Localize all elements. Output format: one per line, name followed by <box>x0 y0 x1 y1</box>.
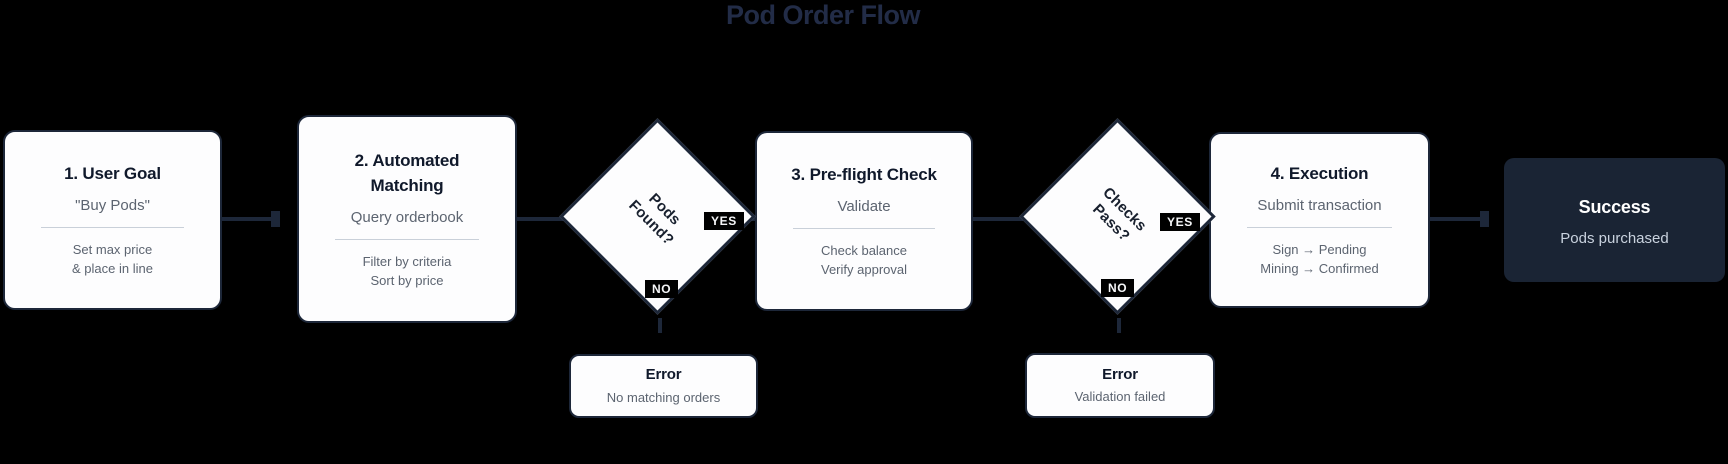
divider <box>792 227 936 229</box>
node-preflight-check: 3. Pre-flight Check Validate Check balan… <box>755 131 973 311</box>
node-preflight-check-description: Check balance Verify approval <box>821 241 907 280</box>
description-line: Set max price <box>72 241 153 257</box>
divider <box>40 226 185 228</box>
node-preflight-check-title: 3. Pre-flight Check <box>791 165 937 185</box>
node-success: Success Pods purchased <box>1504 158 1725 282</box>
arrowhead-bar <box>1480 211 1489 227</box>
error-subtitle: No matching orders <box>606 389 721 405</box>
description-line: Sign → Pending <box>1272 241 1367 257</box>
node-error-validation: Error Validation failed <box>1025 353 1215 418</box>
error-title: Error <box>1102 365 1138 383</box>
no-label: NO <box>1101 279 1135 297</box>
divider <box>334 238 480 240</box>
node-user-goal-title: 1. User Goal <box>64 164 161 184</box>
node-success-subtitle: Pods purchased <box>1560 229 1669 247</box>
node-execution: 4. Execution Submit transaction Sign → P… <box>1209 132 1430 308</box>
arrowhead-bar <box>271 211 280 227</box>
decision-checks-pass-label: Checks Pass? <box>1085 184 1150 249</box>
edge-execution-success <box>1430 217 1480 221</box>
error-title: Error <box>645 366 682 384</box>
node-automated-matching-description: Filter by criteria Sort by price <box>363 252 452 291</box>
edge-usergoal-matching <box>222 217 272 221</box>
edge-podsfound-error <box>658 318 662 333</box>
yes-label: YES <box>704 212 744 230</box>
node-execution-description: Sign → Pending Mining → Confirmed <box>1260 240 1379 279</box>
node-execution-subtitle: Submit transaction <box>1257 196 1382 214</box>
node-automated-matching-subtitle: Query orderbook <box>350 208 464 226</box>
node-success-title: Success <box>1578 196 1651 217</box>
edge-preflight-checkspass <box>973 217 1023 221</box>
page-title: Pod Order Flow <box>725 0 921 30</box>
description-line: Mining → Confirmed <box>1260 261 1379 277</box>
node-user-goal-description: Set max price & place in line <box>72 240 153 279</box>
edge-matching-podsfound <box>517 217 569 221</box>
description-line: Verify approval <box>821 262 907 278</box>
node-automated-matching: 2. Automated Matching Query orderbook Fi… <box>297 115 517 323</box>
node-preflight-check-subtitle: Validate <box>837 197 891 215</box>
description-line: Sort by price <box>370 273 444 288</box>
node-execution-title: 4. Execution <box>1270 164 1369 184</box>
node-user-goal-subtitle: "Buy Pods" <box>75 196 150 214</box>
error-subtitle: Validation failed <box>1074 389 1166 405</box>
description-line: Check balance <box>821 242 907 258</box>
no-label: NO <box>645 280 679 298</box>
decision-pods-found-label: Pods Found? <box>624 183 690 249</box>
description-line: Filter by criteria <box>362 253 452 269</box>
divider <box>1246 226 1393 228</box>
node-error-no-matching: Error No matching orders <box>569 354 758 418</box>
yes-label: YES <box>1160 213 1200 231</box>
edge-checkspass-error <box>1117 318 1121 333</box>
node-automated-matching-title: 2. Automated Matching <box>354 150 460 196</box>
node-user-goal: 1. User Goal "Buy Pods" Set max price & … <box>3 130 222 310</box>
description-line: & place in line <box>72 261 153 277</box>
